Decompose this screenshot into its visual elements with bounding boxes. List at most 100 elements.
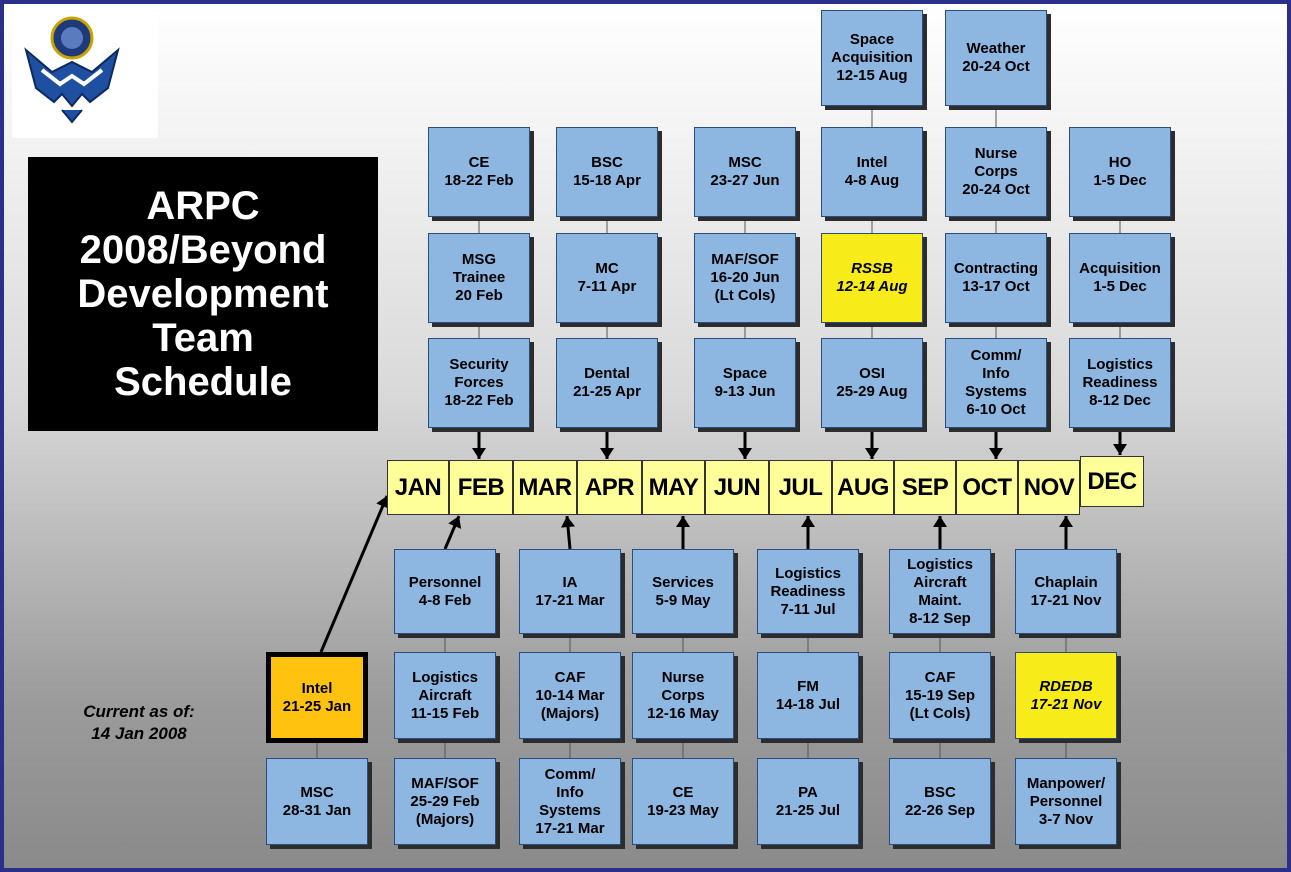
team-box-line: Personnel (1029, 792, 1103, 810)
team-box-line: Maint. (918, 591, 962, 609)
team-box-line: Manpower/ (1026, 774, 1106, 792)
month-jun: JUN (705, 460, 769, 515)
team-box-line: 12-15 Aug (836, 67, 908, 84)
team-box-line: IA (562, 573, 578, 591)
team-box-line: 21-25 Jan (282, 697, 352, 715)
team-box-line: 15-19 Sep (904, 686, 976, 704)
team-box-line: 16-20 Jun (710, 269, 780, 286)
current-as-of-label: Current as of: (83, 702, 195, 721)
month-nov: NOV (1018, 460, 1080, 515)
team-box-line: 15-18 Apr (573, 172, 641, 189)
team-box-line: 3-7 Nov (1038, 810, 1094, 828)
team-box-line: Contracting (953, 260, 1039, 277)
arrow-to-jan (319, 495, 389, 653)
team-box-line: 22-26 Sep (904, 801, 976, 819)
team-box-line: MAF/SOF (411, 774, 479, 792)
team-box-line: 20 Feb (455, 287, 503, 304)
arrow-to-apr-arrowhead (600, 448, 614, 459)
team-box-line: 11-15 Feb (410, 704, 480, 722)
team-box-line: Chaplain (1034, 573, 1098, 591)
arrow-to-sep-arrowhead (933, 516, 947, 527)
team-box-line: 17-21 Mar (535, 591, 605, 609)
team-box-line: Acquisition (1079, 260, 1161, 277)
team-box-line: 19-23 May (647, 801, 719, 819)
arrow-to-jul-arrowhead (801, 516, 815, 527)
team-box-line: Logistics (412, 668, 478, 686)
team-box-line: 17-21 Mar (535, 819, 605, 837)
team-box-line: 6-10 Oct (966, 401, 1026, 418)
team-box-line: 21-25 Jul (775, 801, 841, 819)
title-line: ARPC (146, 184, 260, 228)
arrow-to-feb-arrowhead (448, 516, 462, 529)
team-box-line: HO (1108, 154, 1132, 171)
team-box-line: Logistics (775, 564, 841, 582)
team-box-line: OSI (859, 365, 885, 382)
team-box-line: 17-21 Nov (1030, 695, 1102, 713)
team-box-line: Info (982, 365, 1010, 382)
month-oct: OCT (956, 460, 1018, 515)
team-box-line: PA (798, 783, 818, 801)
team-box-line: Space (849, 31, 895, 48)
month-aug: AUG (832, 460, 894, 515)
team-box-line: 5-9 May (655, 591, 711, 609)
team-box-line: 7-11 Apr (577, 278, 637, 295)
team-box-line: Personnel (408, 573, 482, 591)
month-dec: DEC (1080, 456, 1144, 507)
team-box-line: Systems (539, 801, 601, 819)
month-apr: APR (577, 460, 642, 515)
team-box-line: MC (595, 260, 619, 277)
title-line: Team (152, 316, 254, 360)
team-box-line: MSC (728, 154, 762, 171)
arrow-to-aug-arrowhead (865, 448, 879, 459)
team-box-line: 25-29 Aug (836, 383, 908, 400)
team-box-line: FM (797, 677, 819, 695)
team-box-line: Forces (454, 374, 504, 391)
team-box-line: Comm/ (544, 765, 596, 783)
team-box-line: (Lt Cols) (714, 287, 776, 304)
month-jul: JUL (769, 460, 832, 515)
title-line: 2008/Beyond (79, 228, 327, 272)
team-box-line: 18-22 Feb (444, 392, 514, 409)
team-box-line: Space (722, 365, 768, 382)
team-box-line: Corps (661, 686, 705, 704)
team-box-line: 4-8 Aug (844, 172, 900, 189)
team-box-line: MAF/SOF (711, 251, 779, 268)
team-box-line: 21-25 Apr (573, 383, 641, 400)
team-box-line: CAF (554, 668, 586, 686)
arrow-to-feb-arrowhead (472, 448, 486, 459)
team-box-line: Readiness (1082, 374, 1158, 391)
team-box-line: 25-29 Feb (410, 792, 480, 810)
team-box-line: Intel (856, 154, 888, 171)
team-box-line: Logistics (1087, 356, 1153, 373)
team-box-line: BSC (924, 783, 956, 801)
team-box-line: Weather (966, 40, 1026, 57)
air-force-logo-icon (12, 10, 158, 138)
team-box-line: CE (672, 783, 694, 801)
team-box-line: RSSB (851, 260, 893, 277)
team-box-line: Info (556, 783, 584, 801)
team-box-line: 12-14 Aug (836, 278, 908, 295)
arrow-to-oct-arrowhead (989, 448, 1003, 459)
title-line: Development (77, 272, 329, 316)
